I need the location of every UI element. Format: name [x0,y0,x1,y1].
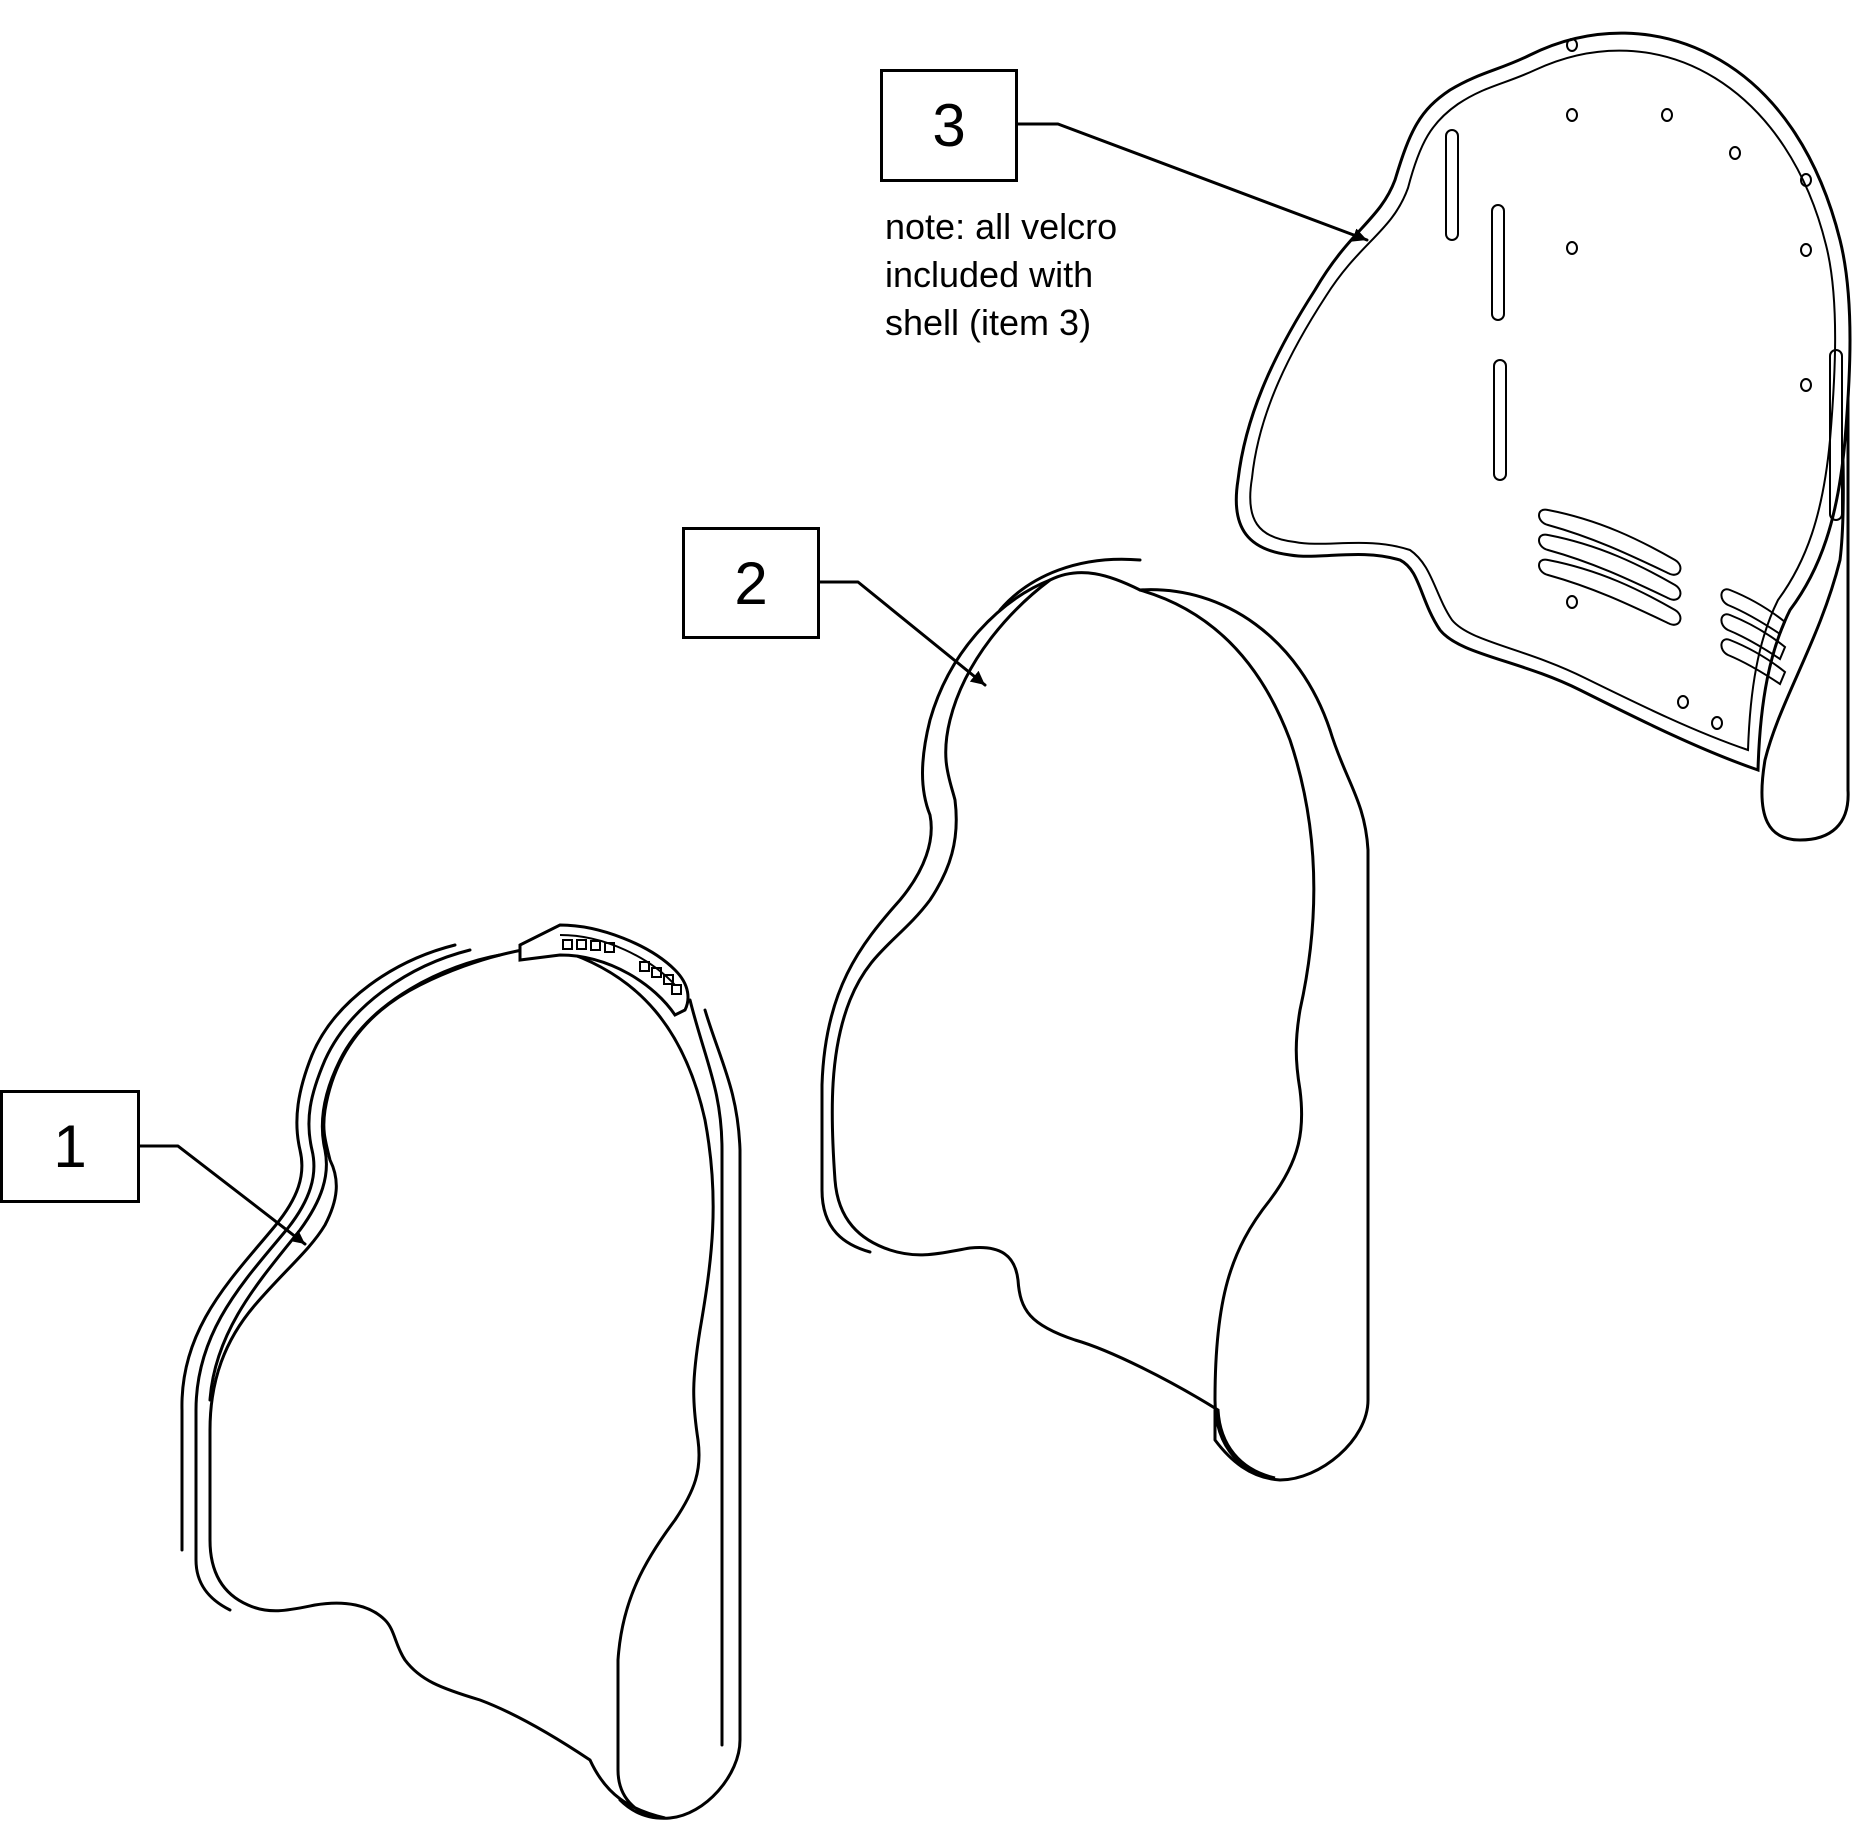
covered-cushion-item-1 [180,923,742,1820]
shell-item-3 [1234,31,1852,842]
note-line-2: included with [885,254,1094,295]
leader-lines [137,122,1369,1246]
leader-line-item-1 [137,1144,307,1246]
callout-label-2: 2 [734,549,768,617]
callout-label-3: 3 [932,92,966,159]
leader-line-item-2 [818,580,987,687]
callout-item-2: 2 [682,527,820,639]
leader-line-item-3 [1015,122,1369,242]
foam-insert-item-2 [820,557,1370,1482]
note-line-1: note: all velcro [885,206,1118,247]
velcro-note: note: all velcro included with shell (it… [885,203,1117,347]
callout-item-1: 1 [0,1090,140,1203]
callout-item-3: 3 [880,69,1018,182]
callout-label-1: 1 [53,1113,87,1180]
note-line-3: shell (item 3) [885,302,1092,343]
